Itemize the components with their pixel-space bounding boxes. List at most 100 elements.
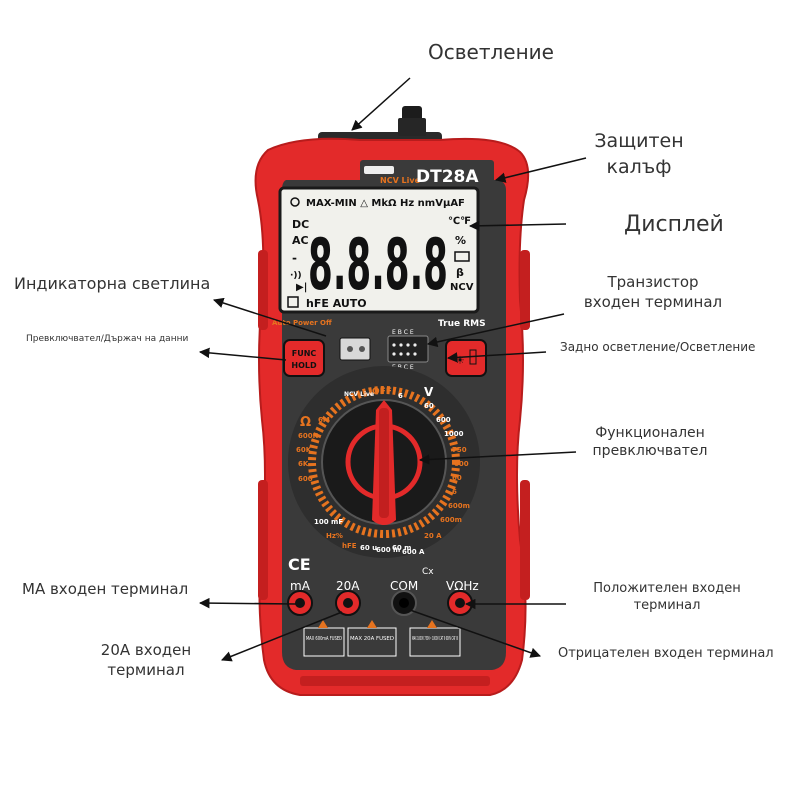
function-dial[interactable] xyxy=(288,366,480,558)
dial-label: 600 A xyxy=(402,548,425,556)
bottom-bumper xyxy=(300,676,490,686)
lcd-display: MAX-MIN △ MkΩ Hz nmVµAF ℃℉ DC AC % - ·))… xyxy=(278,186,480,314)
model-name: DT28A xyxy=(416,167,479,187)
dial-label: 100 mF xyxy=(314,518,343,526)
arrow-case xyxy=(494,157,587,183)
dial-label: 60K xyxy=(296,446,312,454)
diode-icon: ▶| xyxy=(296,282,307,293)
hfe-pins-bottom: E B C E xyxy=(392,364,414,371)
dial-label: 600 xyxy=(298,475,313,483)
dial-label: 6 xyxy=(398,392,403,400)
warning-20a: MAX 20A FUSED xyxy=(350,636,394,642)
lcd-digits: 8.8.8.8 xyxy=(308,224,448,306)
warning-icon xyxy=(318,620,328,628)
lcd-bottom-row: hFE AUTO xyxy=(306,297,367,310)
callout-display: Дисплей xyxy=(624,212,724,237)
callout-arrows xyxy=(198,77,587,662)
dial-label: 6 xyxy=(452,488,457,496)
brand-strip xyxy=(360,160,494,186)
func-hold-button[interactable]: FUNC HOLD xyxy=(283,339,325,377)
dial-label: hFE xyxy=(342,542,357,550)
ce-mark: CE xyxy=(288,555,311,574)
auto-off-icon xyxy=(290,197,300,207)
cx-label: Cx xyxy=(422,567,434,577)
lcd-ncv: NCV xyxy=(450,282,474,293)
terminal-vohz-label: VΩHz xyxy=(446,579,479,593)
warning-labels: MAX 600mA FUSED MAX 20A FUSED MAX 1000V … xyxy=(303,620,461,657)
dial-label: 600 m xyxy=(376,546,400,554)
callout-backlight: Осветление xyxy=(428,40,554,64)
warning-icon xyxy=(427,620,437,628)
dial-label: 600 xyxy=(454,460,469,468)
auto-off-label: Auto Power Off xyxy=(272,319,332,327)
dial-label: 60 m xyxy=(392,544,411,552)
warning-icon xyxy=(367,620,377,628)
arrow-light xyxy=(446,351,547,363)
dial-ncv-label: NCV Live xyxy=(344,391,374,398)
callout-transistor: Транзистор входен терминал xyxy=(583,273,723,311)
callout-20a-terminal: 20A входен терминал xyxy=(100,641,192,679)
arrow-dial xyxy=(418,451,577,465)
dial-label: 60 xyxy=(452,474,462,482)
dial-label: 1000 xyxy=(444,430,464,438)
func-label: FUNC xyxy=(292,349,317,358)
continuity-icon: ·)) xyxy=(290,271,302,281)
true-rms-label: True RMS xyxy=(438,319,486,329)
dial-label: 60 xyxy=(424,402,434,410)
ncv-sensor xyxy=(364,166,394,174)
sun-icon: ☀ xyxy=(455,354,465,367)
terminal-ma[interactable] xyxy=(287,590,313,616)
lcd-ac: AC xyxy=(292,234,309,247)
terminal-com[interactable] xyxy=(391,590,417,616)
ncv-live-label: NCV Live xyxy=(380,176,421,185)
dial-label: 6M xyxy=(318,416,330,424)
lcd-dc: DC xyxy=(292,218,309,231)
terminal-20a[interactable] xyxy=(335,590,361,616)
callout-function-switch: Функционален превключвател xyxy=(592,425,708,459)
lcd-percent: % xyxy=(455,234,466,247)
warning-v: MAX 1000V 750V~ 1000V CAT II 600V CAT II… xyxy=(412,636,458,642)
backlight-button[interactable]: ☀ xyxy=(445,339,487,377)
hfe-socket[interactable]: E B C E E B C E xyxy=(387,329,429,371)
arrow-indicator xyxy=(213,297,327,337)
arrow-ma xyxy=(198,597,297,609)
callout-backlight-light: Задно осветление/Осветление xyxy=(560,340,756,354)
arrow-negative xyxy=(409,609,541,658)
callout-negative-terminal: Отрицателен входен терминал xyxy=(558,646,774,661)
lcd-beta: β xyxy=(456,266,464,279)
hold-icon xyxy=(287,296,299,308)
dial-off-label: OFF xyxy=(372,387,392,397)
terminal-20a-label: 20A xyxy=(336,579,360,593)
dial-label: 600m xyxy=(440,516,462,524)
hfe-pins-top: E B C E xyxy=(392,329,414,336)
side-grips xyxy=(258,250,530,600)
dial-label: 20 A xyxy=(424,532,442,540)
callout-case: Защитен калъф xyxy=(594,130,684,178)
callout-indicator: Индикаторна светлина xyxy=(14,274,211,293)
warning-ma: MAX 600mA FUSED xyxy=(306,636,342,642)
dial-label: Hz% xyxy=(326,532,343,540)
arrow-display xyxy=(468,220,567,232)
dial-label: 6K xyxy=(298,460,309,468)
dial-label: 600K xyxy=(298,432,319,440)
dial-label: 600 xyxy=(436,416,451,424)
terminal-ma-label: mA xyxy=(290,579,311,593)
arrow-backlight xyxy=(351,77,411,131)
minus-sign-icon: - xyxy=(292,251,297,265)
callout-switch-hold: Превключвател/Държач на данни xyxy=(26,334,189,344)
dial-label: 750 xyxy=(452,446,467,454)
dial-labels: OFF NCV Live 6M 600K 60K 6K 600 Ω 100 mF… xyxy=(296,385,470,556)
lcd-top-row: MAX-MIN △ MkΩ Hz nmVµAF xyxy=(306,198,465,209)
dial-label: V xyxy=(424,385,434,399)
terminal-vohz[interactable] xyxy=(447,590,473,616)
terminal-com-label: COM xyxy=(390,579,418,593)
hold-label: HOLD xyxy=(291,361,317,370)
callout-positive-terminal: Положителен входен терминал xyxy=(593,581,741,613)
lcd-temp: ℃℉ xyxy=(448,216,471,227)
battery-icon xyxy=(454,251,470,262)
dial-label: 600m xyxy=(448,502,470,510)
dial-label: 60 u xyxy=(360,544,377,552)
arrow-switch xyxy=(198,347,287,361)
indicator-light xyxy=(339,337,371,361)
